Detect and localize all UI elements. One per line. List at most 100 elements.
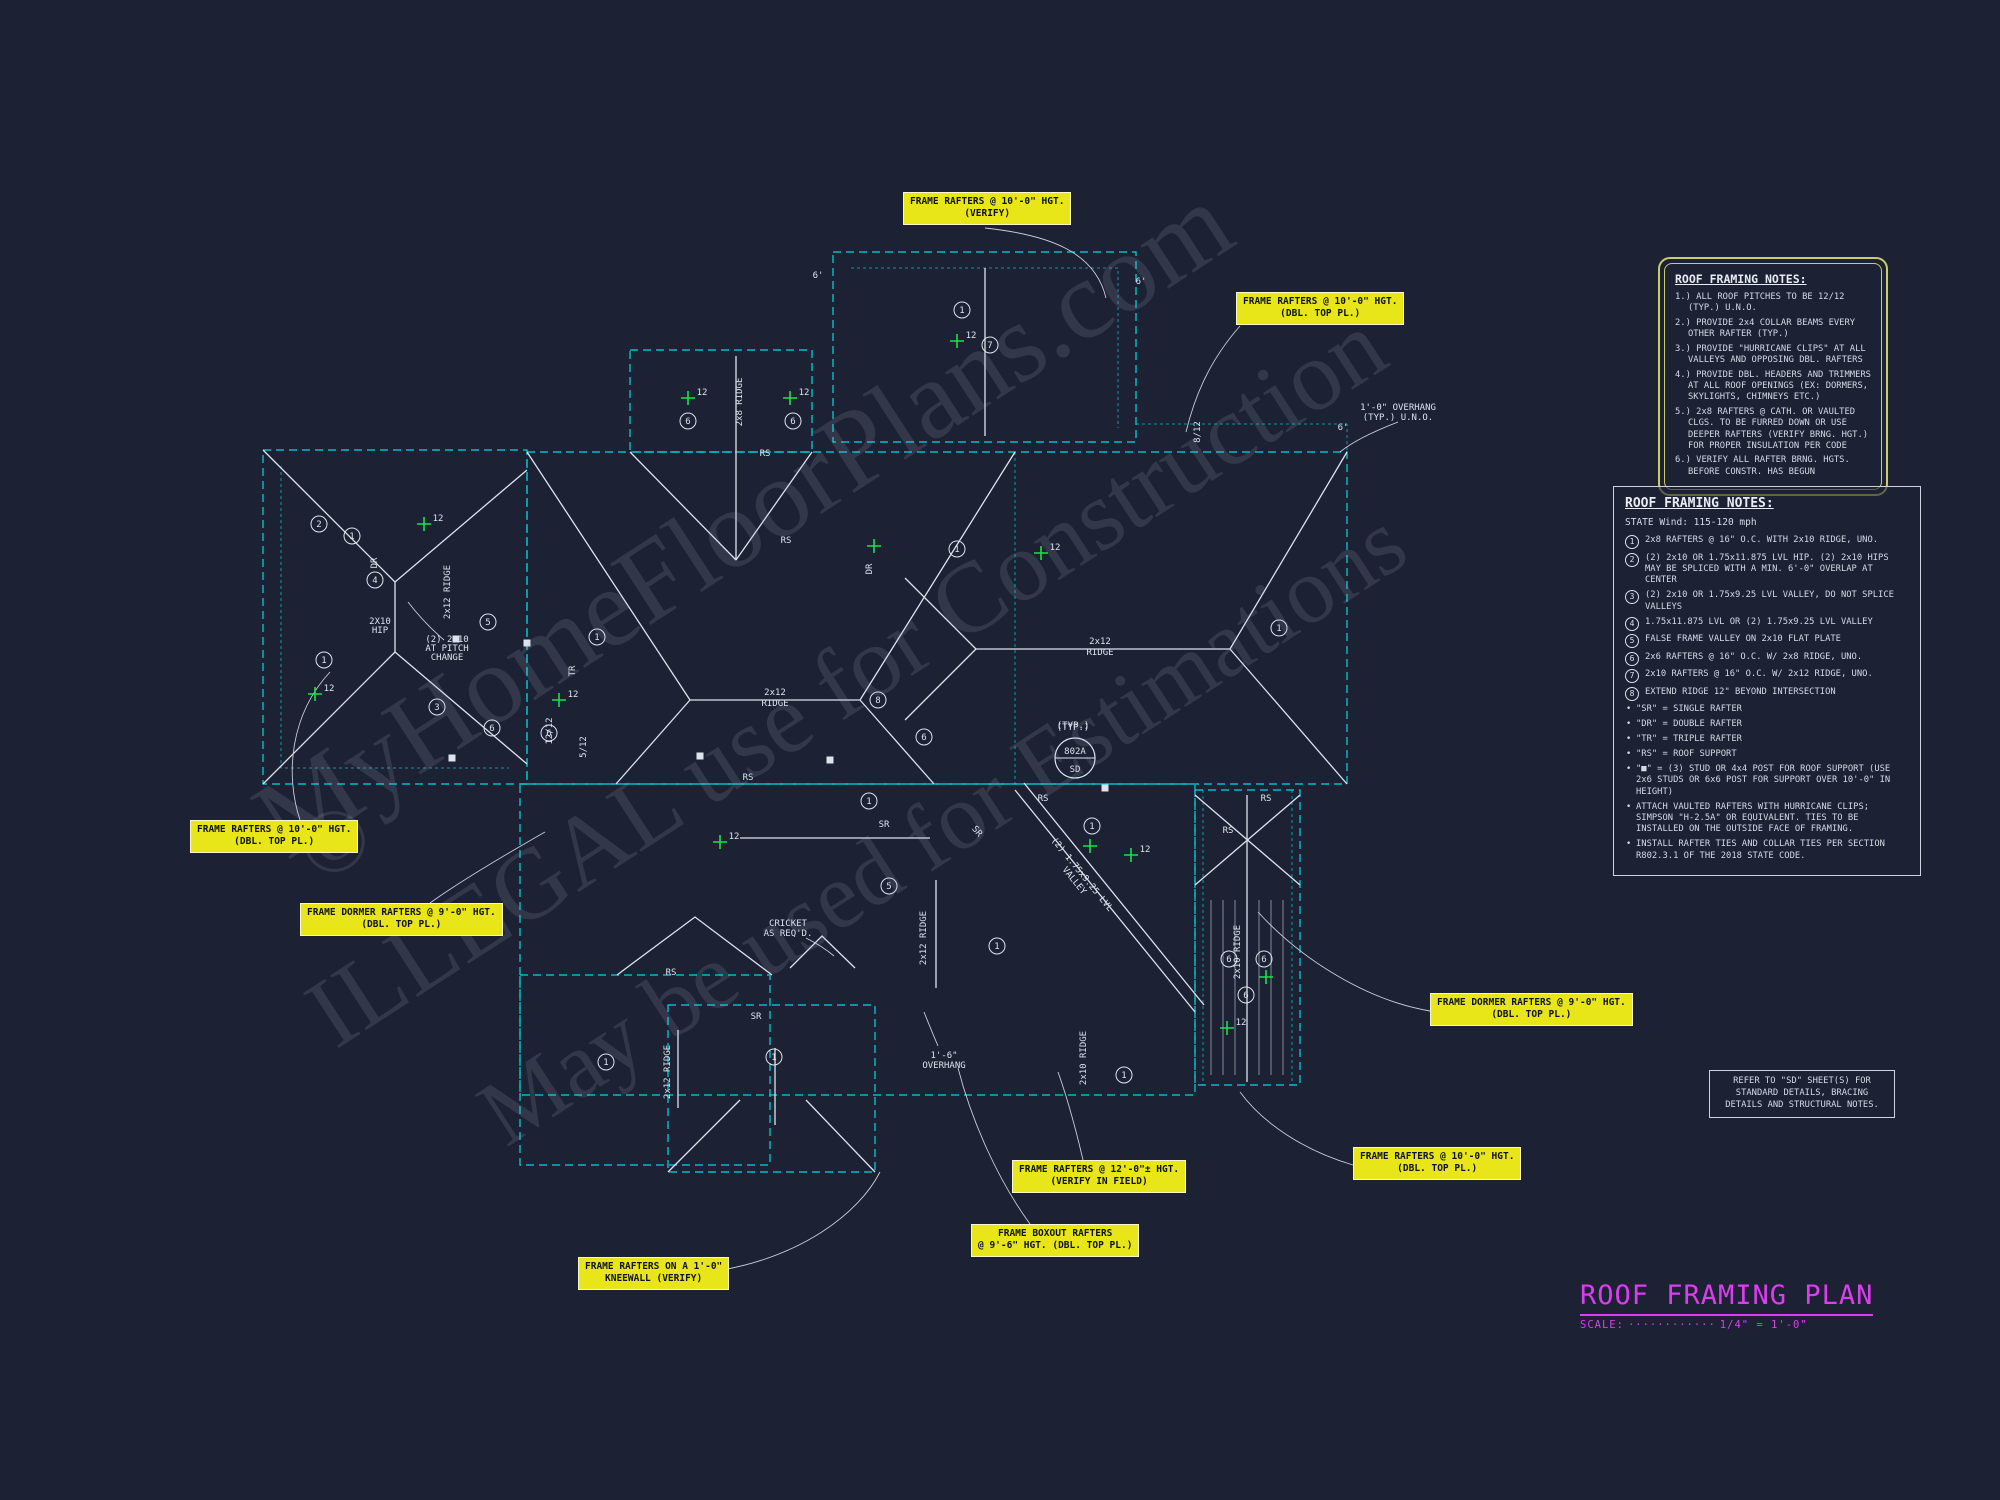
sheet-title: ROOF FRAMING PLAN [1580, 1280, 1874, 1316]
pitch-marker: 12 [950, 331, 976, 348]
svg-text:1: 1 [959, 306, 964, 316]
keyed-note: 8 EXTEND RIDGE 12" BEYOND INTERSECTION [1625, 686, 1909, 701]
keynote-text: FALSE FRAME VALLEY ON 2x10 FLAT PLATE [1645, 634, 1841, 645]
keynote-bubble-1: 1 [588, 628, 606, 646]
keynote-number: 3 [1625, 590, 1639, 605]
sd-reference-note: REFER TO "SD" SHEET(S) FOR STANDARD DETA… [1709, 1070, 1895, 1118]
pitch-value: 12 [799, 388, 810, 398]
keynote-number: 8 [1625, 686, 1639, 701]
keynote-bubble-1: 1 [953, 301, 971, 319]
rafter-tag: SR [879, 820, 890, 830]
pitch-value: 12 [1140, 845, 1151, 855]
svg-text:1: 1 [866, 797, 871, 807]
detail-marker-typ: (TYP.) [1057, 723, 1090, 733]
svg-text:4: 4 [372, 576, 377, 586]
scale-label: SCALE: [1580, 1319, 1624, 1331]
pitch-marker: 12 [681, 388, 707, 405]
plan-note: 1'-6"OVERHANG [922, 1051, 965, 1071]
keynote-bubble-4: 4 [366, 571, 384, 589]
svg-text:1: 1 [1276, 624, 1281, 634]
svg-text:1: 1 [594, 633, 599, 643]
keynote-bubble-1: 1 [860, 792, 878, 810]
pitch-marker: 12 [417, 514, 443, 531]
pitch-label: 8/12 [1193, 421, 1203, 443]
legend-item: "■" = (3) STUD OR 4x4 POST FOR ROOF SUPP… [1625, 764, 1909, 798]
keynote-bubble-1: 1 [1115, 1066, 1133, 1084]
keynote-number: 6 [1625, 651, 1639, 666]
keynote-bubble-1: 1 [1083, 817, 1101, 835]
dim-label: 6' [1338, 423, 1349, 433]
keynote-bubble-1: 1 [315, 651, 333, 669]
ridge-label: 2x12 RIDGE [919, 911, 929, 965]
keynote-bubble-1: 1 [948, 540, 966, 558]
note-item: 1.) ALL ROOF PITCHES TO BE 12/12 (TYP.) … [1675, 292, 1845, 314]
rafter-tag: SR [969, 824, 984, 839]
keyed-note: 4 1.75x11.875 LVL OR (2) 1.75x9.25 LVL V… [1625, 616, 1909, 631]
notes2-subtitle: STATE Wind: 115-120 mph [1625, 517, 1757, 528]
svg-text:5: 5 [485, 618, 490, 628]
keynote-number: 1 [1625, 535, 1639, 549]
keynote-bubble-1: 1 [765, 1048, 783, 1066]
plan-note: (TYP.) [1057, 721, 1090, 731]
callout-label: FRAME DORMER RAFTERS @ 9'-0" HGT. (DBL. … [300, 903, 503, 936]
pitch-value: 12 [966, 331, 977, 341]
keynote-bubble-5: 5 [479, 613, 497, 631]
rafter-tag: RS [760, 449, 771, 459]
keynote-bubble-6: 6 [679, 412, 697, 430]
keynote-bubble-6: 6 [1237, 986, 1255, 1004]
callout-label: FRAME RAFTERS @ 12'-0"± HGT. (VERIFY IN … [1012, 1160, 1187, 1193]
rafter-tag: RS [1261, 794, 1272, 804]
keynote-bubble-5: 5 [880, 877, 898, 895]
pitch-value: 12 [433, 514, 444, 524]
scale-line: SCALE:············1/4" = 1'-0" [1580, 1319, 1873, 1331]
ridge-label: 2x10 RIDGE [1079, 1031, 1089, 1085]
note-item: 5.) 2x8 RAFTERS @ CATH. OR VAULTED CLGS.… [1675, 406, 1869, 452]
note-item: 4.) PROVIDE DBL. HEADERS AND TRIMMERS AT… [1675, 369, 1871, 403]
legend-item: "DR" = DOUBLE RAFTER [1625, 719, 1909, 731]
ridge-label: 2x12 RIDGE [663, 1045, 673, 1099]
callout-label: FRAME RAFTERS @ 10'-0" HGT. (DBL. TOP PL… [1353, 1147, 1522, 1180]
svg-text:6: 6 [790, 417, 795, 427]
roof-structure-lines [262, 268, 1348, 1173]
pitch-value: 12 [568, 690, 579, 700]
keynote-bubble-1: 1 [988, 937, 1006, 955]
roof-support-post [696, 752, 704, 760]
rafter-tag: RS [1223, 826, 1234, 836]
svg-text:1: 1 [954, 545, 959, 555]
svg-text:6: 6 [921, 733, 926, 743]
note-item: 6.) VERIFY ALL RAFTER BRNG. HGTS. BEFORE… [1675, 455, 1850, 477]
svg-text:2: 2 [316, 520, 321, 530]
keynote-bubble-3: 3 [428, 698, 446, 716]
pitch-label: 5/12 [579, 736, 589, 758]
keynote-bubble-6: 6 [1220, 950, 1238, 968]
svg-text:1: 1 [994, 942, 999, 952]
keynote-text: 2x6 RAFTERS @ 16" O.C. W/ 2x8 RIDGE, UNO… [1645, 651, 1863, 662]
callout-label: FRAME RAFTERS @ 10'-0" HGT. (VERIFY) [903, 192, 1072, 225]
ridge-label: 2x10 RIDGE [1233, 925, 1243, 979]
rafter-tag: DR [370, 557, 380, 568]
roof-outline-dashed [262, 251, 1348, 1173]
roof-support-post [1101, 784, 1109, 792]
svg-text:8: 8 [875, 696, 880, 706]
keynote-text: 2x10 RAFTERS @ 16" O.C. W/ 2x12 RIDGE, U… [1645, 669, 1873, 680]
pitch-marker: 12 [308, 684, 334, 701]
svg-text:3: 3 [434, 703, 439, 713]
callout-label: FRAME BOXOUT RAFTERS @ 9'-6" HGT. (DBL. … [971, 1224, 1140, 1257]
pitch-value: 12 [729, 832, 740, 842]
svg-text:1: 1 [1121, 1071, 1126, 1081]
keynote-bubble-1: 1 [1270, 619, 1288, 637]
keynote-bubble-6: 6 [483, 719, 501, 737]
dim-label: 6' [1136, 277, 1147, 287]
pitch-value: 12 [1236, 1018, 1247, 1028]
plan-note: 1'-0" OVERHANG(TYP.) U.N.O. [1360, 403, 1436, 423]
legend-item: INSTALL RAFTER TIES AND COLLAR TIES PER … [1625, 839, 1909, 862]
keynote-bubble-6: 6 [1255, 950, 1273, 968]
keyed-note: 3 (2) 2x10 OR 1.75x9.25 LVL VALLEY, DO N… [1625, 590, 1909, 613]
